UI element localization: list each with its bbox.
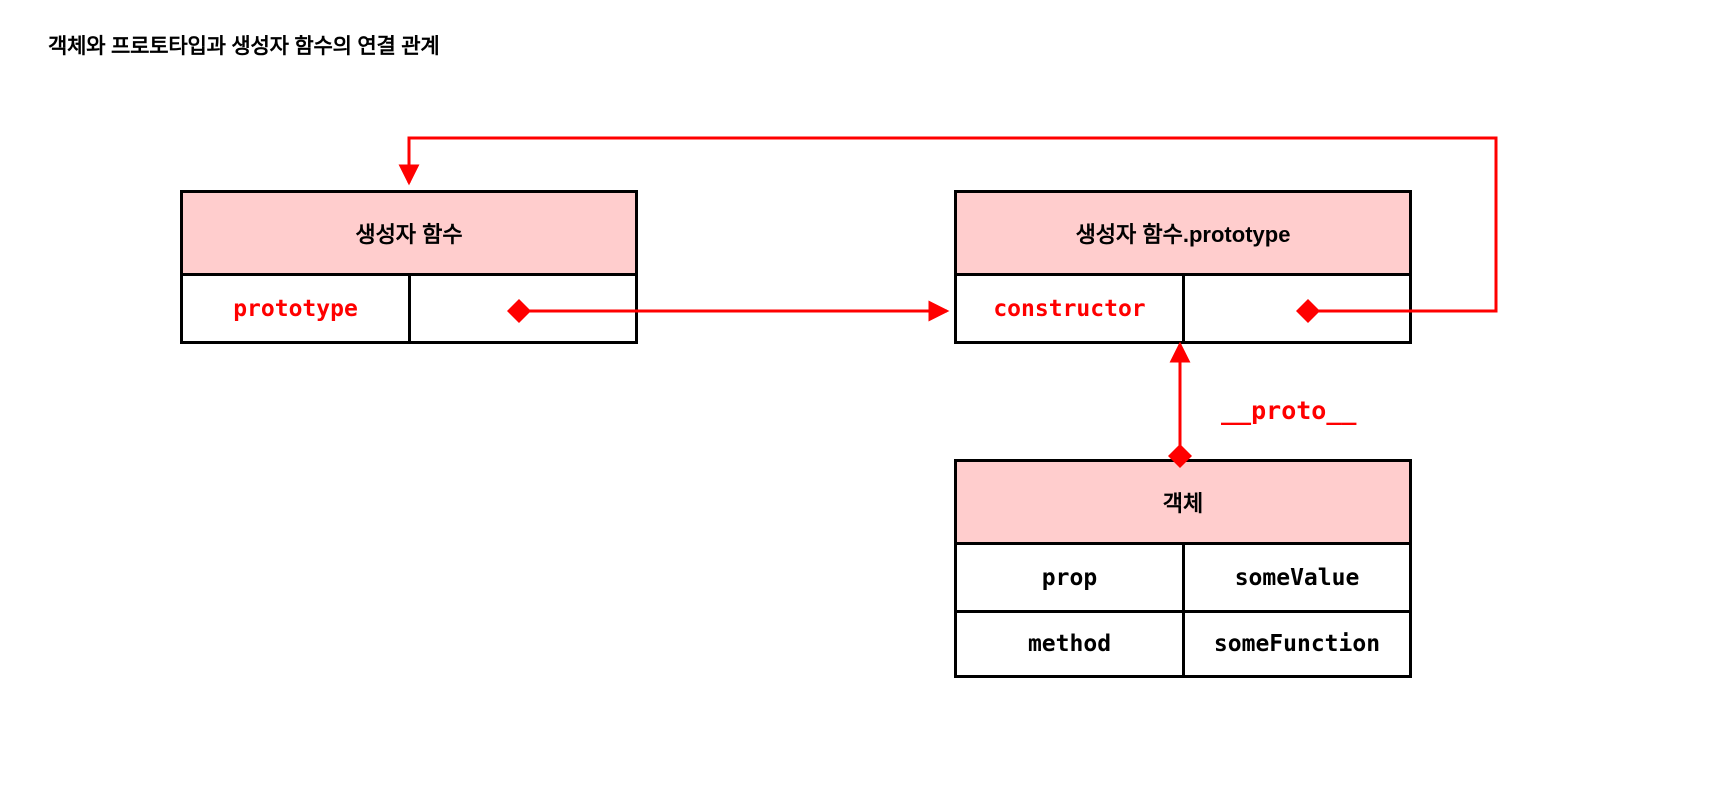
cell-value-constructor — [1185, 276, 1409, 341]
table-row: prop someValue — [957, 545, 1409, 610]
cell-key-constructor: constructor — [957, 276, 1185, 341]
box-object: 객체 prop someValue method someFunction — [954, 459, 1412, 678]
cell-key-prototype: prototype — [183, 276, 411, 341]
box-constructor-function-prototype: 생성자 함수.prototype constructor — [954, 190, 1412, 344]
cell-value-method: someFunction — [1213, 631, 1381, 657]
cell-value-prototype — [411, 276, 635, 341]
table-row: prototype — [183, 276, 635, 341]
box-header-constructor-function-prototype: 생성자 함수.prototype — [957, 193, 1409, 276]
page-title: 객체와 프로토타입과 생성자 함수의 연결 관계 — [48, 35, 440, 58]
cell-value-prop: someValue — [1234, 564, 1360, 591]
table-row: constructor — [957, 276, 1409, 341]
proto-connector-label: __proto__ — [1221, 396, 1357, 425]
box-constructor-function: 생성자 함수 prototype — [180, 190, 638, 344]
box-header-constructor-function: 생성자 함수 — [183, 193, 635, 276]
box-header-object: 객체 — [957, 462, 1409, 545]
cell-key-method: method — [957, 613, 1185, 675]
cell-key-prop: prop — [957, 545, 1185, 610]
table-row: method someFunction — [957, 610, 1409, 675]
